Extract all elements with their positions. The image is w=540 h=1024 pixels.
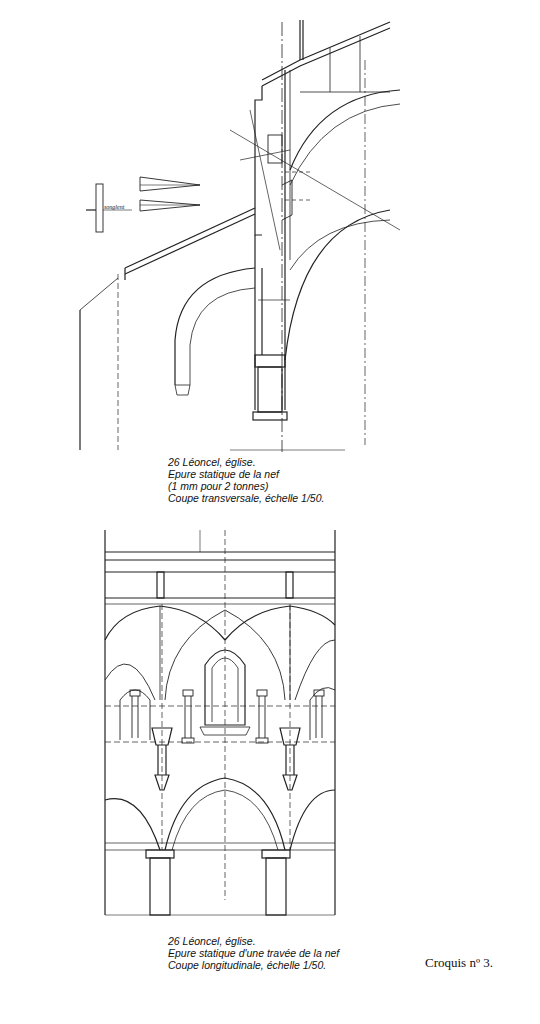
transverse-section [80,20,400,452]
caption-line: Coupe longitudinale, échelle 1/50. [168,959,326,971]
symbol-label: songlent [104,204,124,210]
caption-line: 26 Léoncel, église. [168,456,256,468]
caption-line: (1 mm pour 2 tonnes) [168,480,268,492]
caption-line: Epure statique d'une travée de la nef [168,947,339,959]
caption-line: 26 Léoncel, église. [168,935,256,947]
caption-line: Epure statique de la nef [168,468,279,480]
longitudinal-section [105,530,335,915]
sketch-number: Croquis nº 3. [425,955,493,971]
caption-line: Coupe transversale, échelle 1/50. [168,492,324,504]
